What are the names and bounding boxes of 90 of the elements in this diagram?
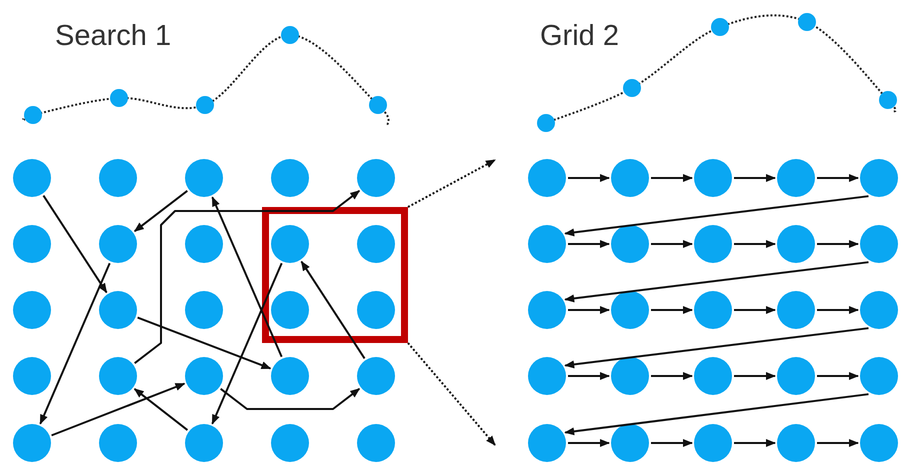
dot <box>99 357 137 395</box>
arrow <box>300 260 366 359</box>
arrow <box>568 439 610 447</box>
arrow <box>734 439 776 447</box>
dot <box>13 424 51 462</box>
arrow <box>137 316 272 370</box>
dot <box>860 225 898 263</box>
arrow <box>734 240 776 248</box>
dot <box>271 424 309 462</box>
dot <box>694 424 732 462</box>
arrow <box>134 190 360 364</box>
dot <box>611 225 649 263</box>
dot <box>357 159 395 197</box>
dot <box>99 291 137 329</box>
arrow <box>564 327 869 368</box>
dot <box>357 357 395 395</box>
highlight-square <box>262 207 408 343</box>
dot <box>271 225 309 263</box>
arrow <box>39 262 111 425</box>
dot <box>860 357 898 395</box>
dotted-arrow <box>407 342 496 446</box>
dot <box>13 357 51 395</box>
dot <box>357 291 395 329</box>
arrow <box>564 195 869 236</box>
arrow <box>51 382 186 436</box>
arrow <box>564 261 869 302</box>
dot <box>611 291 649 329</box>
arrow <box>568 174 610 182</box>
dot <box>611 357 649 395</box>
dot <box>694 357 732 395</box>
dot <box>777 225 815 263</box>
dot <box>13 225 51 263</box>
dot <box>777 357 815 395</box>
arrow <box>651 439 693 447</box>
dot <box>528 291 566 329</box>
arrow <box>817 306 859 314</box>
arrow <box>817 240 859 248</box>
dot <box>185 424 223 462</box>
dot <box>185 291 223 329</box>
arrow <box>651 372 693 380</box>
dot <box>99 424 137 462</box>
arrow <box>568 240 610 248</box>
dot <box>860 424 898 462</box>
arrow <box>134 190 188 232</box>
dot <box>694 225 732 263</box>
panel-title: Search 1 <box>55 20 172 53</box>
arrow <box>817 372 859 380</box>
arrow <box>817 439 859 447</box>
dot <box>528 357 566 395</box>
dotted-arrow <box>408 159 496 208</box>
arrow <box>220 388 360 410</box>
dot <box>185 357 223 395</box>
dot <box>777 424 815 462</box>
dot <box>777 291 815 329</box>
arrow <box>564 393 869 436</box>
dot <box>694 291 732 329</box>
dot <box>99 159 137 197</box>
dot <box>777 159 815 197</box>
dot <box>271 357 309 395</box>
dot <box>694 159 732 197</box>
dot <box>860 159 898 197</box>
arrow <box>817 174 859 182</box>
dot <box>271 291 309 329</box>
arrow <box>734 174 776 182</box>
dot <box>528 159 566 197</box>
dot <box>860 291 898 329</box>
dot <box>99 225 137 263</box>
dot <box>611 424 649 462</box>
arrow <box>211 196 283 358</box>
dot <box>13 291 51 329</box>
arrow <box>651 240 693 248</box>
dot <box>271 159 309 197</box>
dot <box>13 159 51 197</box>
arrow <box>734 372 776 380</box>
dot <box>528 225 566 263</box>
arrow <box>651 306 693 314</box>
dot <box>611 159 649 197</box>
arrow <box>211 262 283 425</box>
dot <box>185 159 223 197</box>
dot <box>185 225 223 263</box>
arrow <box>568 306 610 314</box>
arrow <box>568 372 610 380</box>
panel-title: Grid 2 <box>540 20 619 53</box>
dot <box>528 424 566 462</box>
dot <box>357 225 395 263</box>
dot <box>357 424 395 462</box>
arrow <box>734 306 776 314</box>
arrow <box>42 195 108 294</box>
arrow <box>651 174 693 182</box>
arrow <box>134 388 188 431</box>
